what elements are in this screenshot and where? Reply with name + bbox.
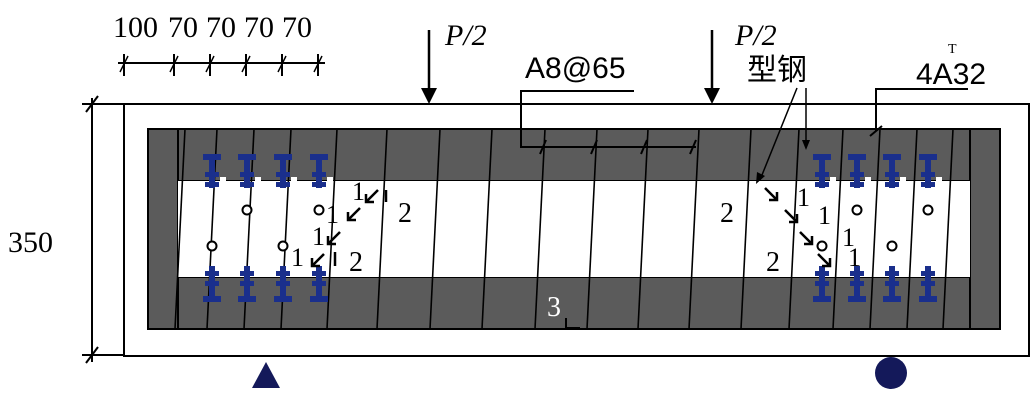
longitudinal-label-super: T [948, 42, 957, 57]
spacing-dimension: 100 70 70 70 70 [113, 11, 325, 76]
stirrup-line [326, 128, 338, 330]
stirrup-line [906, 128, 918, 330]
gauge-points [206, 204, 934, 252]
gauge-label: 1 [312, 222, 325, 251]
steel-connector [310, 266, 328, 302]
gauge-labels: 1 1 1 1 2 2 2 1 1 1 1 2 3 [291, 177, 861, 329]
stirrup-line [869, 128, 881, 330]
stirrup-leader [520, 90, 696, 148]
gauge-point [851, 204, 863, 216]
gauge-point [886, 240, 898, 252]
left-end-block [147, 128, 179, 330]
gauge-arrow [364, 189, 379, 204]
steel-section-callout: 型钢 [747, 53, 810, 184]
spacing-label-70: 70 [206, 11, 236, 44]
gauge-point [206, 240, 218, 252]
stirrup-line [688, 128, 700, 330]
steel-connector [274, 266, 292, 302]
gauge-label: 1 [352, 177, 365, 206]
gauge-point [816, 240, 828, 252]
connector-pins [220, 177, 942, 181]
gauge-point [241, 204, 253, 216]
gauge-arrow [817, 253, 832, 268]
roller-support-circle [875, 357, 907, 389]
gauge-arrow [310, 253, 325, 268]
gauge-arrow [784, 209, 799, 224]
stirrup-line [534, 128, 546, 330]
gauge-label: 1 [848, 243, 861, 272]
steel-connector [919, 266, 937, 302]
longitudinal-leader [875, 88, 968, 131]
gauge-label: 2 [398, 198, 412, 229]
gauge-arrow [799, 231, 814, 246]
load-right: P/2 [704, 19, 777, 104]
stirrup-line [206, 128, 218, 330]
load-label-right: P/2 [734, 19, 777, 52]
spacing-label-70: 70 [168, 11, 198, 44]
stirrup-line [637, 128, 649, 330]
gauge-label: 2 [349, 247, 363, 278]
gauge-label: 1 [291, 243, 304, 272]
stirrup-line [832, 128, 844, 330]
stirrup-line [376, 128, 388, 330]
steel-connector [310, 154, 328, 188]
stirrup-line [174, 128, 186, 330]
gauge-arrow [346, 207, 361, 222]
steel-connectors [203, 154, 937, 302]
steel-connector [848, 266, 866, 302]
gauge-arrow [764, 187, 779, 202]
steel-connector [238, 154, 256, 188]
gauge-label: 1 [842, 223, 855, 252]
steel-connector [813, 154, 831, 188]
steel-connector [883, 266, 901, 302]
load-arrow-head [704, 88, 720, 104]
longitudinal-callout: 4A32 T [869, 42, 986, 137]
gauge-arrow [326, 231, 341, 246]
gauge-point [313, 204, 325, 216]
height-label: 350 [8, 226, 53, 259]
stirrup-callout: A8@65 [520, 52, 697, 155]
spacing-label-70: 70 [244, 11, 274, 44]
gauge-label: 2 [766, 247, 780, 278]
spacing-label-70: 70 [282, 11, 312, 44]
steel-connector [238, 266, 256, 302]
stirrups [174, 128, 954, 330]
gauge-label: 1 [326, 200, 339, 229]
gauge-arrows-right [764, 187, 832, 268]
steel-connector [813, 266, 831, 302]
load-label-left: P/2 [444, 19, 487, 52]
steel-connector [919, 154, 937, 188]
gauge-arrows-left [310, 189, 388, 268]
stirrup-line [481, 128, 493, 330]
steel-connector [203, 266, 221, 302]
steel-leader [759, 87, 798, 181]
longitudinal-label: 4A32 [916, 58, 986, 91]
gauge-point [277, 240, 289, 252]
right-end-block [969, 128, 1001, 330]
gauge-label: 1 [818, 201, 831, 230]
stirrup-line [586, 128, 598, 330]
stirrup-line [788, 128, 800, 330]
steel-section-label: 型钢 [747, 53, 807, 88]
steel-connector [883, 154, 901, 188]
pin-support-triangle [252, 362, 280, 388]
spacing-label-100: 100 [113, 11, 158, 44]
steel-connector [274, 154, 292, 188]
stirrup-line [942, 128, 954, 330]
gauge-label: 2 [720, 198, 734, 229]
load-left: P/2 [421, 19, 487, 104]
stirrup-label: A8@65 [525, 52, 626, 85]
stirrup-line [740, 128, 752, 330]
gauge-point [922, 204, 934, 216]
gauge-label-bottom: 3 [547, 292, 561, 323]
gauge-label: 1 [797, 183, 810, 212]
steel-connector [203, 154, 221, 188]
load-arrow-head [421, 88, 437, 104]
steel-connector [848, 154, 866, 188]
height-dimension: 350 [8, 95, 132, 364]
stirrup-line [429, 128, 441, 330]
